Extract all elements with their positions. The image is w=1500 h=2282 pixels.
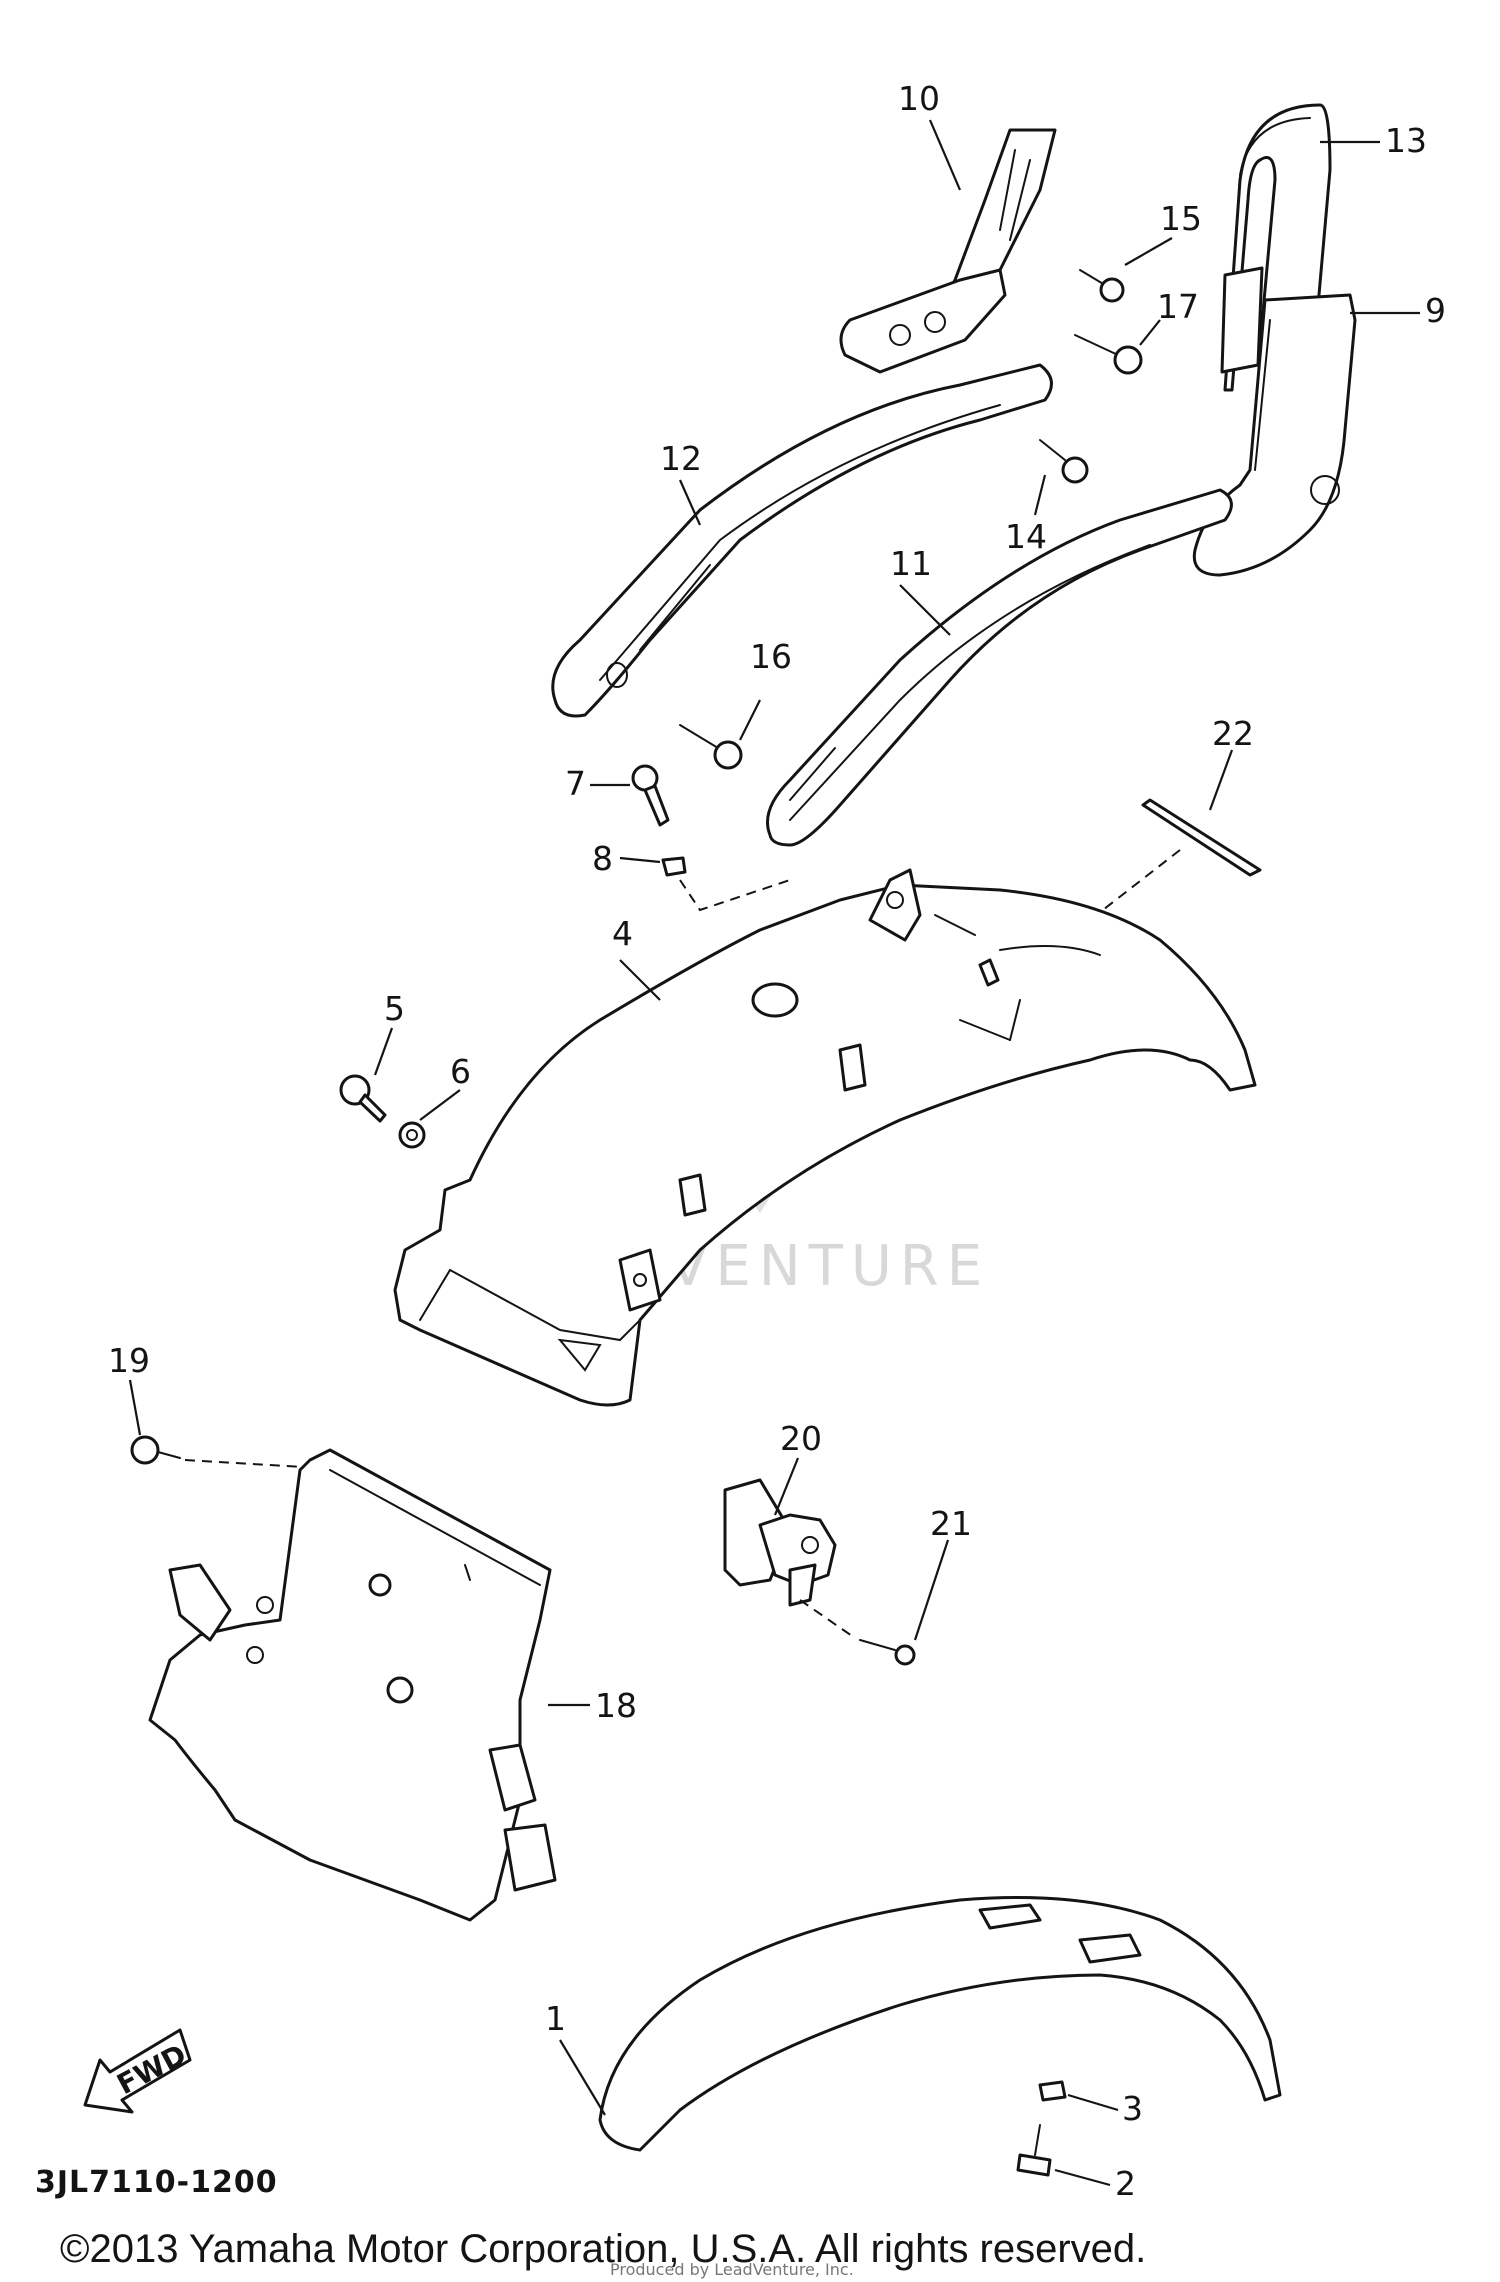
screw-part-21	[859, 1639, 916, 1666]
bolt-part-2	[1016, 2124, 1052, 2177]
callout-15: 15	[1160, 199, 1202, 238]
inner-fender-part-18	[148, 1448, 557, 1922]
bolt-part-16	[679, 724, 743, 770]
callout-20: 20	[780, 1419, 822, 1458]
rail-part-12	[551, 363, 1053, 718]
rail-part-11	[766, 488, 1233, 847]
callout-6: 6	[450, 1052, 471, 1091]
callout-11: 11	[890, 544, 932, 583]
watermark-small: Produced by LeadVenture, Inc.	[610, 2260, 854, 2279]
clip-part-3	[1038, 2080, 1067, 2102]
callout-10: 10	[898, 79, 940, 118]
front-fender-part-1	[598, 1896, 1282, 2152]
bolt-part-15	[1079, 269, 1125, 303]
rear-fender-part-4	[393, 868, 1257, 1407]
connector-line	[184, 1459, 321, 1469]
callout-21: 21	[930, 1504, 972, 1543]
bracket-part-9	[1192, 293, 1357, 577]
callout-7: 7	[565, 764, 586, 803]
callout-4: 4	[612, 914, 633, 953]
connector-line	[679, 879, 791, 912]
lock-part-20	[723, 1478, 837, 1607]
leader-lines	[128, 119, 1420, 2187]
bolt-part-7	[631, 764, 670, 827]
callout-2: 2	[1115, 2164, 1136, 2203]
bolt-part-17	[1074, 334, 1143, 375]
bolt-part-19	[130, 1435, 181, 1465]
bolt-part-5	[339, 1074, 387, 1123]
nut-part-6	[398, 1121, 426, 1149]
callout-14: 14	[1005, 517, 1047, 556]
connector-line	[799, 1599, 856, 1639]
diagram-code: 3JL7110-1200	[35, 2165, 278, 2200]
bolt-part-14	[1039, 439, 1089, 484]
callout-5: 5	[384, 989, 405, 1028]
callout-1: 1	[545, 1999, 566, 2038]
callouts: 10 13 15 17 9 12 14 11 16 22 7 8 4 5 6 1…	[108, 79, 1446, 2203]
callout-19: 19	[108, 1341, 150, 1380]
callout-17: 17	[1157, 287, 1199, 326]
clip-part-8	[661, 856, 687, 877]
callout-22: 22	[1212, 714, 1254, 753]
callout-8: 8	[592, 839, 613, 878]
callout-12: 12	[660, 439, 702, 478]
callout-13: 13	[1385, 121, 1427, 160]
strip-part-22	[1141, 798, 1262, 877]
connector-line	[1089, 849, 1181, 921]
callout-9: 9	[1425, 291, 1446, 330]
copyright-text: ©2013 Yamaha Motor Corporation, U.S.A. A…	[60, 2227, 1146, 2271]
bracket-part-10	[839, 128, 1057, 374]
callout-16: 16	[750, 637, 792, 676]
callout-18: 18	[595, 1686, 637, 1725]
callout-3: 3	[1122, 2089, 1143, 2128]
forward-arrow: FWD	[83, 2028, 192, 2114]
